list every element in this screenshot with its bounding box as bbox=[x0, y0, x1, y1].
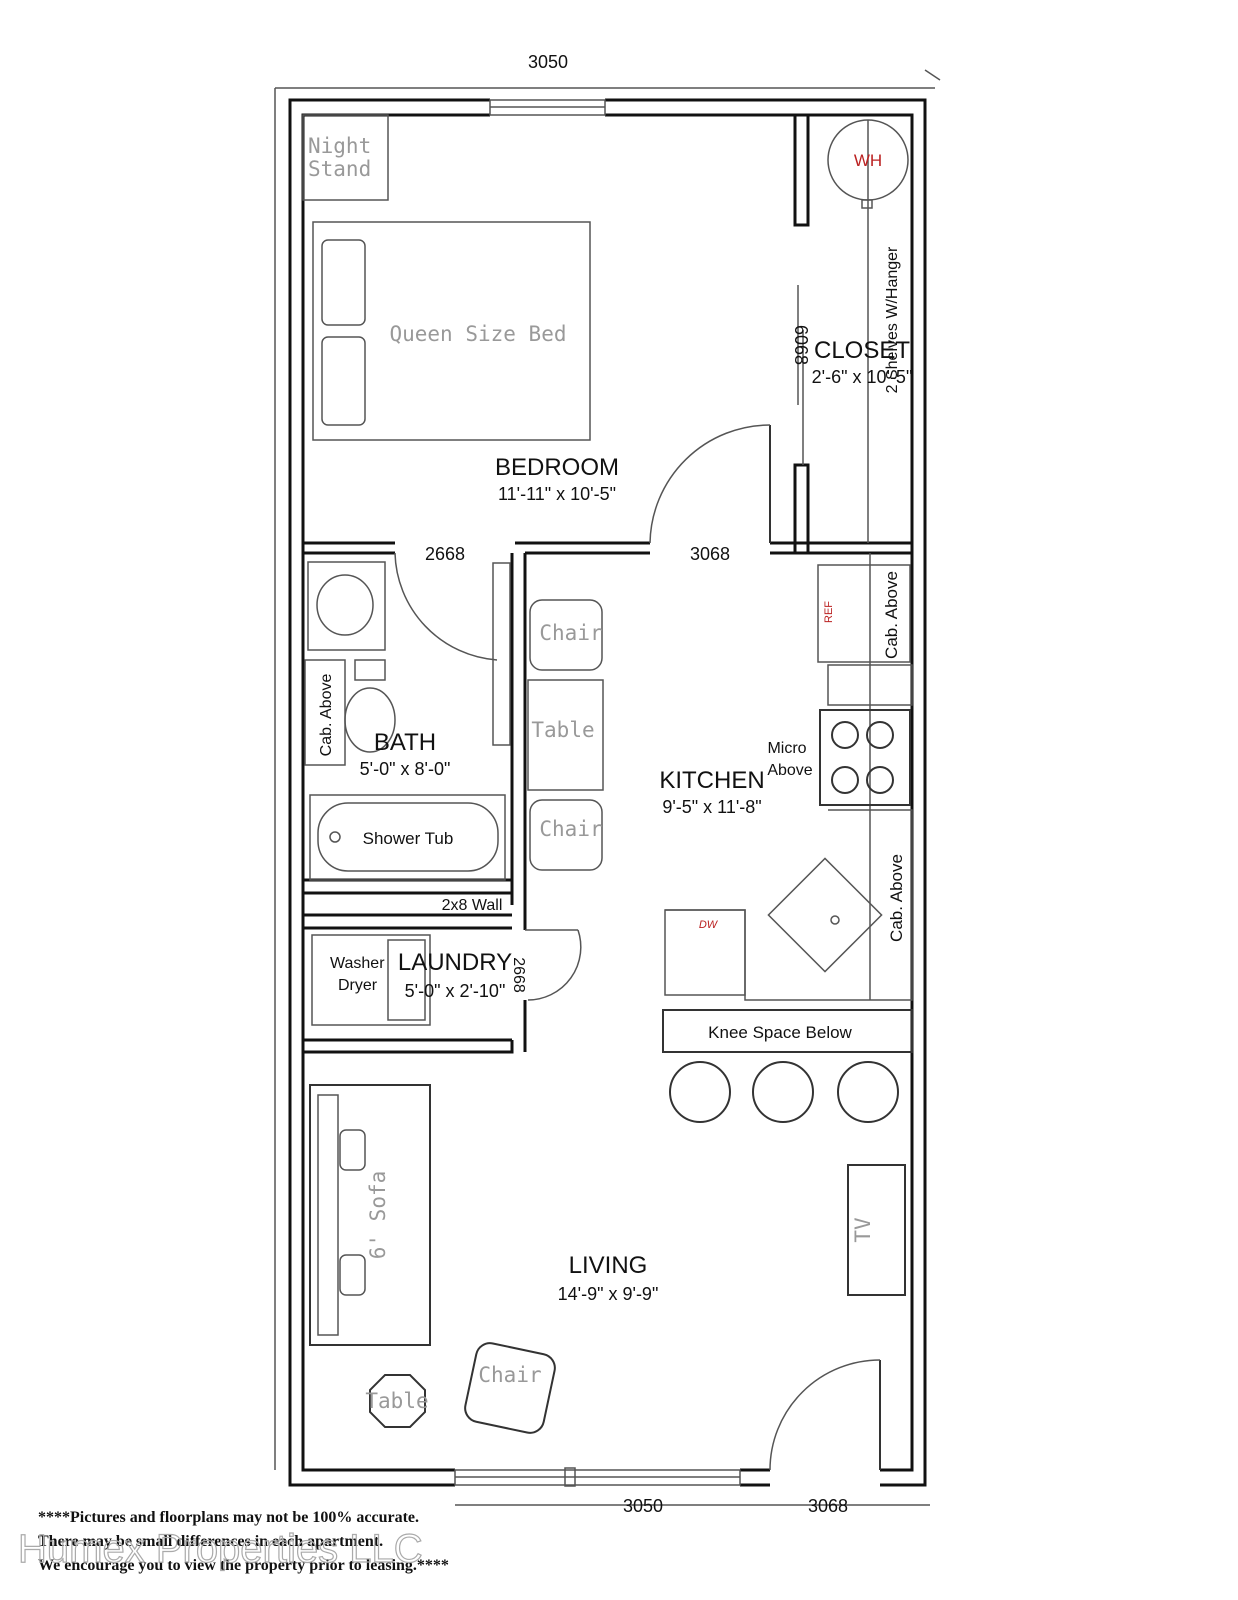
dim-closet-door: 6068 bbox=[791, 325, 811, 365]
living-chair bbox=[464, 1342, 556, 1434]
night-stand bbox=[302, 114, 389, 201]
bottom-window bbox=[454, 1467, 741, 1487]
tv-stand bbox=[847, 1164, 906, 1296]
bath-door[interactable] bbox=[394, 552, 511, 746]
cab-above-bath: Cab. Above bbox=[318, 674, 335, 757]
room-living-size: 14'-9" x 9'-9" bbox=[558, 1284, 659, 1304]
closet-door[interactable] bbox=[797, 285, 804, 465]
sofa-label: 6' Sofa bbox=[366, 1171, 390, 1260]
dim-bottom-window: 3050 bbox=[623, 1496, 663, 1516]
top-window bbox=[489, 99, 606, 116]
laundry-door[interactable] bbox=[525, 929, 582, 1001]
refrigerator bbox=[817, 564, 911, 663]
room-kitchen-name: KITCHEN bbox=[659, 767, 764, 794]
night-stand-label-2: Stand bbox=[308, 157, 371, 181]
room-closet-name: CLOSET bbox=[814, 337, 910, 364]
dimension-lines bbox=[274, 69, 941, 1506]
stove bbox=[819, 709, 911, 806]
watermark: Humex Properties LLC bbox=[18, 1527, 423, 1571]
room-kitchen-size: 9'-5" x 11'-8" bbox=[662, 797, 761, 817]
queen-bed bbox=[312, 221, 591, 441]
shower-tub bbox=[309, 794, 506, 881]
kitchen-table bbox=[527, 679, 604, 791]
bath-sink bbox=[307, 561, 386, 651]
cab-above-kitchen-top: Cab. Above bbox=[882, 571, 901, 659]
chair-bottom-label: Chair bbox=[539, 817, 602, 841]
washer-label: Washer bbox=[330, 955, 385, 972]
bed-label: Queen Size Bed bbox=[389, 322, 566, 346]
room-closet-size: 2'-6" x 10'-5" bbox=[812, 367, 913, 387]
chair-top-label: Chair bbox=[539, 621, 602, 645]
room-bedroom-size: 11'-11" x 10'-5" bbox=[498, 484, 616, 504]
kitchen-table-label: Table bbox=[531, 718, 594, 742]
room-laundry-name: LAUNDRY bbox=[398, 949, 512, 976]
dryer-label: Dryer bbox=[338, 977, 378, 994]
dim-entry-door: 3068 bbox=[808, 1496, 848, 1516]
cab-above-kitchen-bottom: Cab. Above bbox=[887, 854, 906, 942]
knee-space-label: Knee Space Below bbox=[708, 1023, 852, 1042]
kitchen-chair-top bbox=[529, 599, 603, 671]
shelves-label: 2 Shelves W/Hanger bbox=[884, 246, 901, 393]
disclaimer-line-2: There may be small differences in each a… bbox=[38, 1533, 383, 1550]
room-bath-size: 5'-0" x 8'-0" bbox=[360, 759, 451, 779]
disclaimer-line-3: We encourage you to view the property pr… bbox=[38, 1557, 449, 1574]
room-living-name: LIVING bbox=[569, 1252, 648, 1279]
room-bedroom-name: BEDROOM bbox=[495, 454, 619, 481]
living-chair-label: Chair bbox=[478, 1363, 541, 1387]
room-bath-name: BATH bbox=[374, 729, 436, 756]
washer-dryer bbox=[311, 934, 431, 1026]
tv-label: TV bbox=[851, 1217, 875, 1243]
bar-stools bbox=[669, 1061, 899, 1123]
wall-note-label: 2x8 Wall bbox=[442, 897, 503, 914]
ref-label: REF bbox=[823, 601, 835, 623]
dishwasher-label: DW bbox=[699, 919, 719, 931]
counter bbox=[827, 664, 913, 706]
micro-label-2: Above bbox=[767, 762, 812, 779]
kitchen-sink bbox=[767, 857, 883, 973]
dim-laundry-door: 2668 bbox=[510, 957, 527, 993]
dishwasher bbox=[664, 909, 746, 996]
shower-tub-label: Shower Tub bbox=[363, 829, 454, 848]
night-stand-label-1: Night bbox=[308, 134, 371, 158]
sofa bbox=[309, 1084, 431, 1346]
disclaimer-line-1: ****Pictures and floorplans may not be 1… bbox=[38, 1509, 419, 1526]
dim-top-window: 3050 bbox=[528, 52, 568, 72]
exterior-walls bbox=[288, 98, 927, 1487]
bedroom-door[interactable] bbox=[649, 424, 771, 544]
dim-bedroom-door: 3068 bbox=[690, 544, 730, 564]
room-laundry-size: 5'-0" x 2'-10" bbox=[405, 981, 506, 1001]
living-table bbox=[369, 1374, 426, 1428]
water-heater-label: WH bbox=[854, 151, 882, 170]
kitchen-chair-bottom bbox=[529, 799, 603, 871]
entry-door[interactable] bbox=[769, 1359, 881, 1471]
toilet bbox=[344, 659, 396, 753]
living-table-label: Table bbox=[365, 1389, 428, 1413]
dim-bath-door: 2668 bbox=[425, 544, 465, 564]
knee-space-counter bbox=[662, 1009, 913, 1053]
micro-label-1: Micro bbox=[767, 740, 806, 757]
kitchen-counter bbox=[665, 809, 913, 1001]
